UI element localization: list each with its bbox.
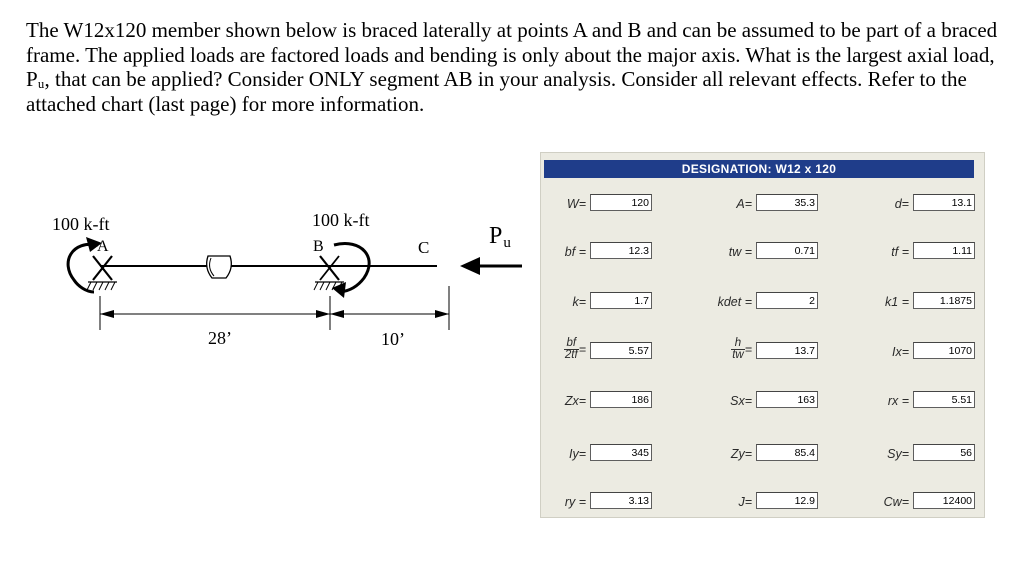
support-a-symbol [86, 255, 117, 291]
point-b-label: B [313, 238, 324, 255]
fraction-numerator: h [731, 337, 745, 350]
section-prop-label: Zx= [564, 394, 586, 408]
section-prop-label: d= [894, 197, 909, 211]
section-prop-value: 0.71 [756, 242, 818, 259]
section-prop: rx = 5.51 [815, 391, 975, 411]
load-label-sub: u [503, 235, 511, 251]
section-prop-value: 35.3 [756, 194, 818, 211]
section-prop-label: rx = [887, 394, 909, 408]
moment-a-label: 100 k-ft [52, 214, 110, 234]
section-prop: Zx= 186 [492, 391, 652, 411]
section-prop-label: ry = [564, 495, 586, 509]
section-prop: tf = 1.11 [815, 242, 975, 262]
section-prop-label: Ix= [891, 345, 909, 359]
axial-load-arrow [460, 257, 522, 275]
section-prop-label: k= [572, 295, 586, 309]
load-label-p: P [489, 223, 502, 249]
section-prop-label: W= [566, 197, 586, 211]
section-prop-value: 3.13 [590, 492, 652, 509]
point-c-label: C [418, 238, 429, 257]
section-prop: W= 120 [492, 194, 652, 214]
moment-arrow-a [66, 237, 102, 294]
section-prop: Cw= 12400 [815, 492, 975, 512]
section-prop: ry = 3.13 [492, 492, 652, 512]
section-prop-label: J= [738, 495, 752, 509]
section-prop-value: 56 [913, 444, 975, 461]
dimension-lines [99, 286, 450, 330]
span-ab-label: 28’ [208, 328, 232, 348]
section-prop-label: A= [736, 197, 752, 211]
section-prop-value: 2 [756, 292, 818, 309]
section-prop-value: 5.51 [913, 391, 975, 408]
section-prop-label: tw = [728, 245, 752, 259]
section-prop-label: Sy= [887, 447, 909, 461]
equals-sign: = [578, 342, 586, 357]
section-prop-value: 1.11 [913, 242, 975, 259]
section-prop: Sx= 163 [658, 391, 818, 411]
section-prop-value: 120 [590, 194, 652, 211]
load-label: Pu [489, 223, 511, 251]
section-prop: tw = 0.71 [658, 242, 818, 262]
section-prop: Zy= 85.4 [658, 444, 818, 464]
section-prop: k1 = 1.1875 [815, 292, 975, 312]
section-prop-value: 186 [590, 391, 652, 408]
section-properties-panel: DESIGNATION: W12 x 120 W= 120 A= 35.3 d= 13.1… [540, 152, 985, 518]
section-prop-value: 12.3 [590, 242, 652, 259]
section-prop-value: 345 [590, 444, 652, 461]
section-prop: d= 13.1 [815, 194, 975, 214]
span-bc-label: 10’ [381, 329, 405, 349]
section-prop-value: 1.1875 [913, 292, 975, 309]
section-prop-value: 5.57 [590, 342, 652, 359]
section-prop-value: 163 [756, 391, 818, 408]
section-prop-label: Iy= [568, 447, 586, 461]
problem-statement: The W12x120 member shown below is braced… [26, 18, 1001, 116]
equals-sign: = [744, 342, 752, 357]
section-prop-label: k1 = [885, 295, 909, 309]
section-prop-value: 12400 [913, 492, 975, 509]
section-prop-label: kdet = [717, 295, 752, 309]
section-prop: Iy= 345 [492, 444, 652, 464]
section-prop-label: Zy= [730, 447, 752, 461]
section-prop-value: 13.7 [756, 342, 818, 359]
section-prop-value: 12.9 [756, 492, 818, 509]
section-prop-value: 1.7 [590, 292, 652, 309]
section-prop-label: Cw= [883, 495, 909, 509]
designation-header: DESIGNATION: W12 x 120 [544, 160, 974, 178]
fraction-denominator: 2tf [564, 349, 578, 361]
beam-diagram: 100 k-ft 100 k-ft A B C Pu 28’ 10’ [52, 210, 522, 349]
section-prop: bf = 12.3 [492, 242, 652, 262]
section-prop-value: 85.4 [756, 444, 818, 461]
section-prop-label: bf = [564, 245, 586, 259]
section-prop: Ix= 1070 [815, 342, 975, 362]
section-prop: kdet = 2 [658, 292, 818, 312]
section-prop-label: tf = [891, 245, 909, 259]
section-prop: k= 1.7 [492, 292, 652, 312]
section-prop-label: Sx= [730, 394, 752, 408]
section-prop: A= 35.3 [658, 194, 818, 214]
moment-b-label: 100 k-ft [312, 210, 370, 230]
problem-text: The W12x120 member shown below is braced… [26, 18, 998, 116]
fraction-denominator: tw [732, 349, 744, 361]
section-prop-value: 1070 [913, 342, 975, 359]
point-a-label: A [97, 238, 109, 255]
section-prop: J= 12.9 [658, 492, 818, 512]
beam-break-symbol [206, 255, 232, 279]
fraction-numerator: bf [563, 337, 579, 350]
section-prop-value: 13.1 [913, 194, 975, 211]
moment-arrow-b [332, 242, 371, 298]
section-prop: Sy= 56 [815, 444, 975, 464]
